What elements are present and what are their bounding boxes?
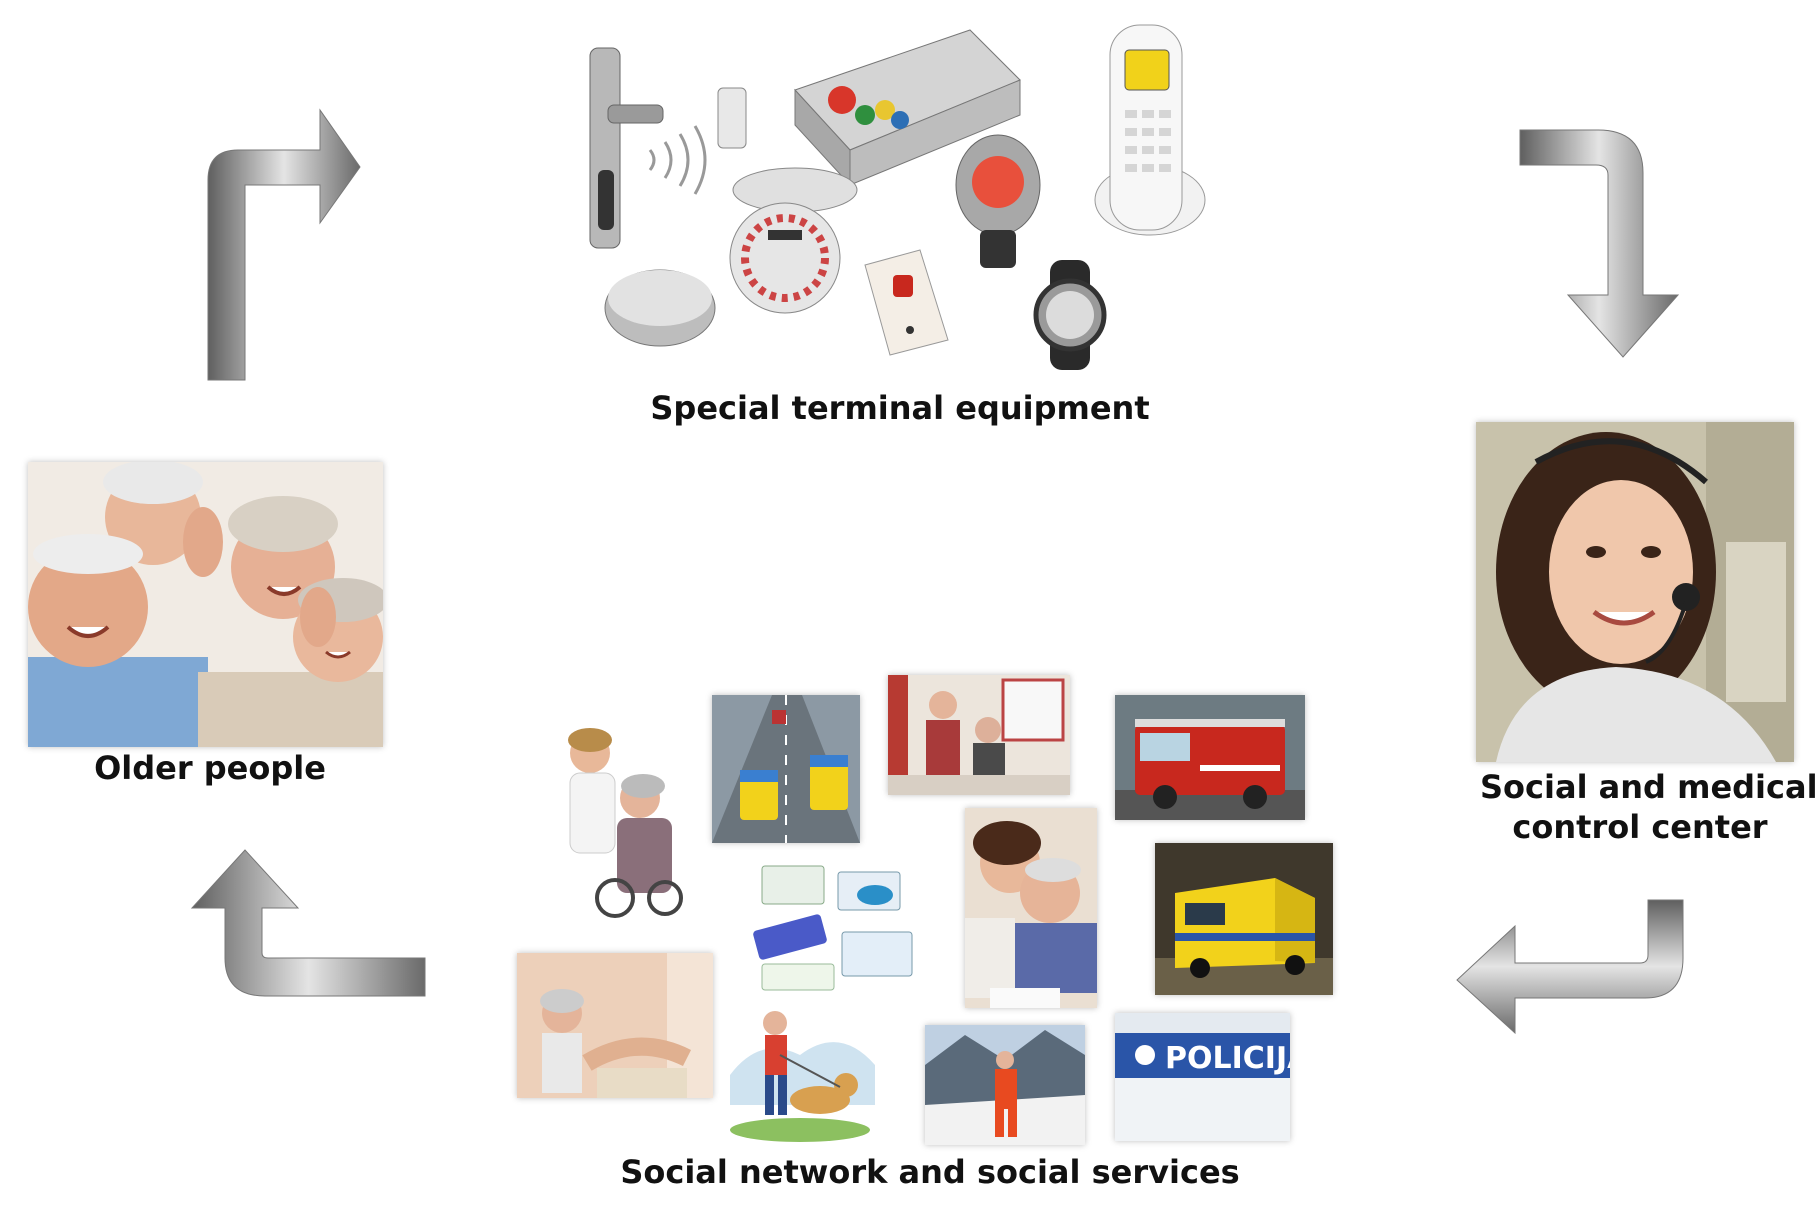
- arrow-center-to-services: [1456, 899, 1684, 1035]
- home-care-photo: [888, 675, 1070, 795]
- arrow-older-to-equipment: [207, 108, 361, 381]
- police-text: POLICIJA: [1165, 1041, 1290, 1076]
- base-unit-icon: [794, 29, 1021, 187]
- alarm-button-icon: [864, 249, 949, 356]
- arrow-services-to-older: [190, 849, 426, 997]
- sensor-icon: [717, 87, 747, 149]
- equipment-cluster: [580, 10, 1230, 390]
- label-control-center-line2: control center: [1512, 808, 1768, 846]
- pendant-alarm-icon: [955, 134, 1041, 268]
- label-control-center-line1: Social and medical: [1480, 768, 1816, 806]
- mountain-rescue-photo: [925, 1025, 1085, 1145]
- family-hug-photo: [965, 808, 1097, 1008]
- control-center-operator-photo: [1476, 422, 1794, 762]
- medicines-photo: [750, 860, 925, 1000]
- equipment-illustration: [589, 24, 1206, 370]
- wireless-signal-icon: [648, 125, 707, 195]
- police-car-photo: POLICIJA: [1115, 1013, 1290, 1141]
- ambulance-photo: [1155, 843, 1333, 995]
- label-older-people: Older people: [94, 749, 326, 787]
- fire-truck-photo: [1115, 695, 1305, 820]
- watch-icon: [1033, 260, 1107, 370]
- dog-walk-illustration: [720, 1005, 880, 1145]
- older-people-photo: [28, 462, 383, 747]
- wheelchair-care-photo: [545, 728, 685, 918]
- smoke-detector-icon: [604, 269, 716, 347]
- label-special-terminal-equipment: Special terminal equipment: [650, 389, 1150, 427]
- bathroom-care-photo: [517, 953, 713, 1098]
- highway-ambulances-photo: [712, 695, 860, 843]
- pill-dispenser-icon: [729, 167, 858, 314]
- cordless-phone-icon: [1094, 24, 1206, 236]
- label-social-network-services: Social network and social services: [620, 1153, 1240, 1191]
- headset-icon: [1534, 438, 1708, 485]
- arrow-equipment-to-center: [1519, 129, 1680, 358]
